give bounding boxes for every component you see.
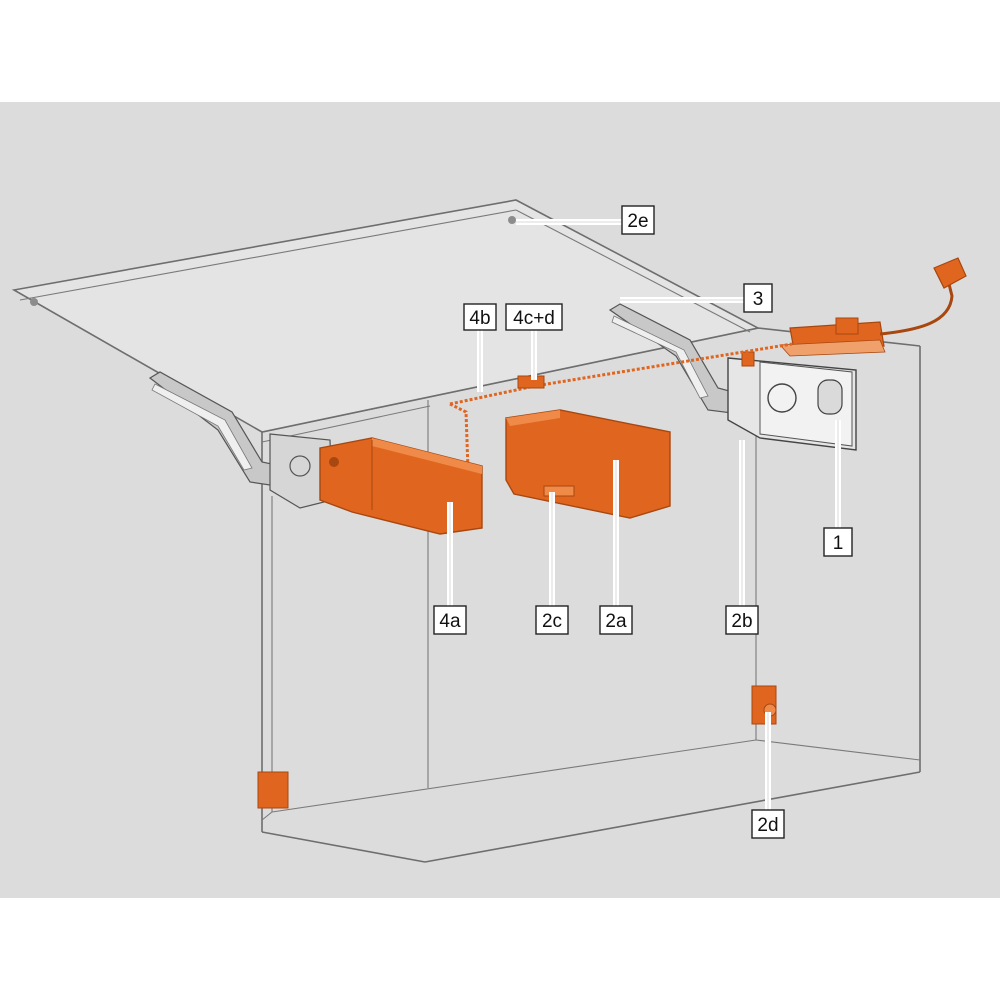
callout-2c: 2c bbox=[535, 605, 569, 635]
callout-4b: 4b bbox=[463, 303, 497, 331]
power-supply bbox=[779, 257, 967, 357]
callout-4b-label: 4b bbox=[469, 308, 490, 329]
cover-cap bbox=[505, 409, 671, 519]
callout-2d-label: 2d bbox=[757, 815, 778, 836]
leader-lines bbox=[447, 219, 841, 810]
callout-3-label: 3 bbox=[753, 289, 764, 310]
callout-3: 3 bbox=[743, 283, 773, 313]
callout-4a-label: 4a bbox=[439, 611, 461, 632]
callout-4a: 4a bbox=[433, 605, 467, 635]
callout-2b-label: 2b bbox=[731, 611, 752, 632]
flap-fitting-left bbox=[30, 298, 38, 306]
callout-2a-label: 2a bbox=[605, 611, 627, 632]
callout-2a: 2a bbox=[599, 605, 633, 635]
callout-2e-label: 2e bbox=[627, 211, 648, 232]
right-mechanism-unit bbox=[727, 351, 857, 451]
right-side-fitting bbox=[751, 685, 777, 725]
bottom-left-fitting bbox=[257, 771, 289, 809]
power-plug bbox=[933, 257, 967, 289]
callout-2b: 2b bbox=[725, 605, 759, 635]
callout-1: 1 bbox=[823, 527, 853, 557]
callout-2c-label: 2c bbox=[542, 611, 562, 632]
flap-fitting-2e bbox=[508, 216, 516, 224]
callout-2d: 2d bbox=[751, 809, 785, 839]
left-drive-unit bbox=[319, 437, 483, 535]
power-cable bbox=[879, 279, 954, 336]
callout-4cd: 4c+d bbox=[505, 303, 563, 331]
callout-4cd-label: 4c+d bbox=[513, 308, 555, 329]
callout-2e: 2e bbox=[621, 205, 655, 235]
callout-1-label: 1 bbox=[833, 533, 844, 554]
left-lift-arm bbox=[148, 371, 333, 509]
